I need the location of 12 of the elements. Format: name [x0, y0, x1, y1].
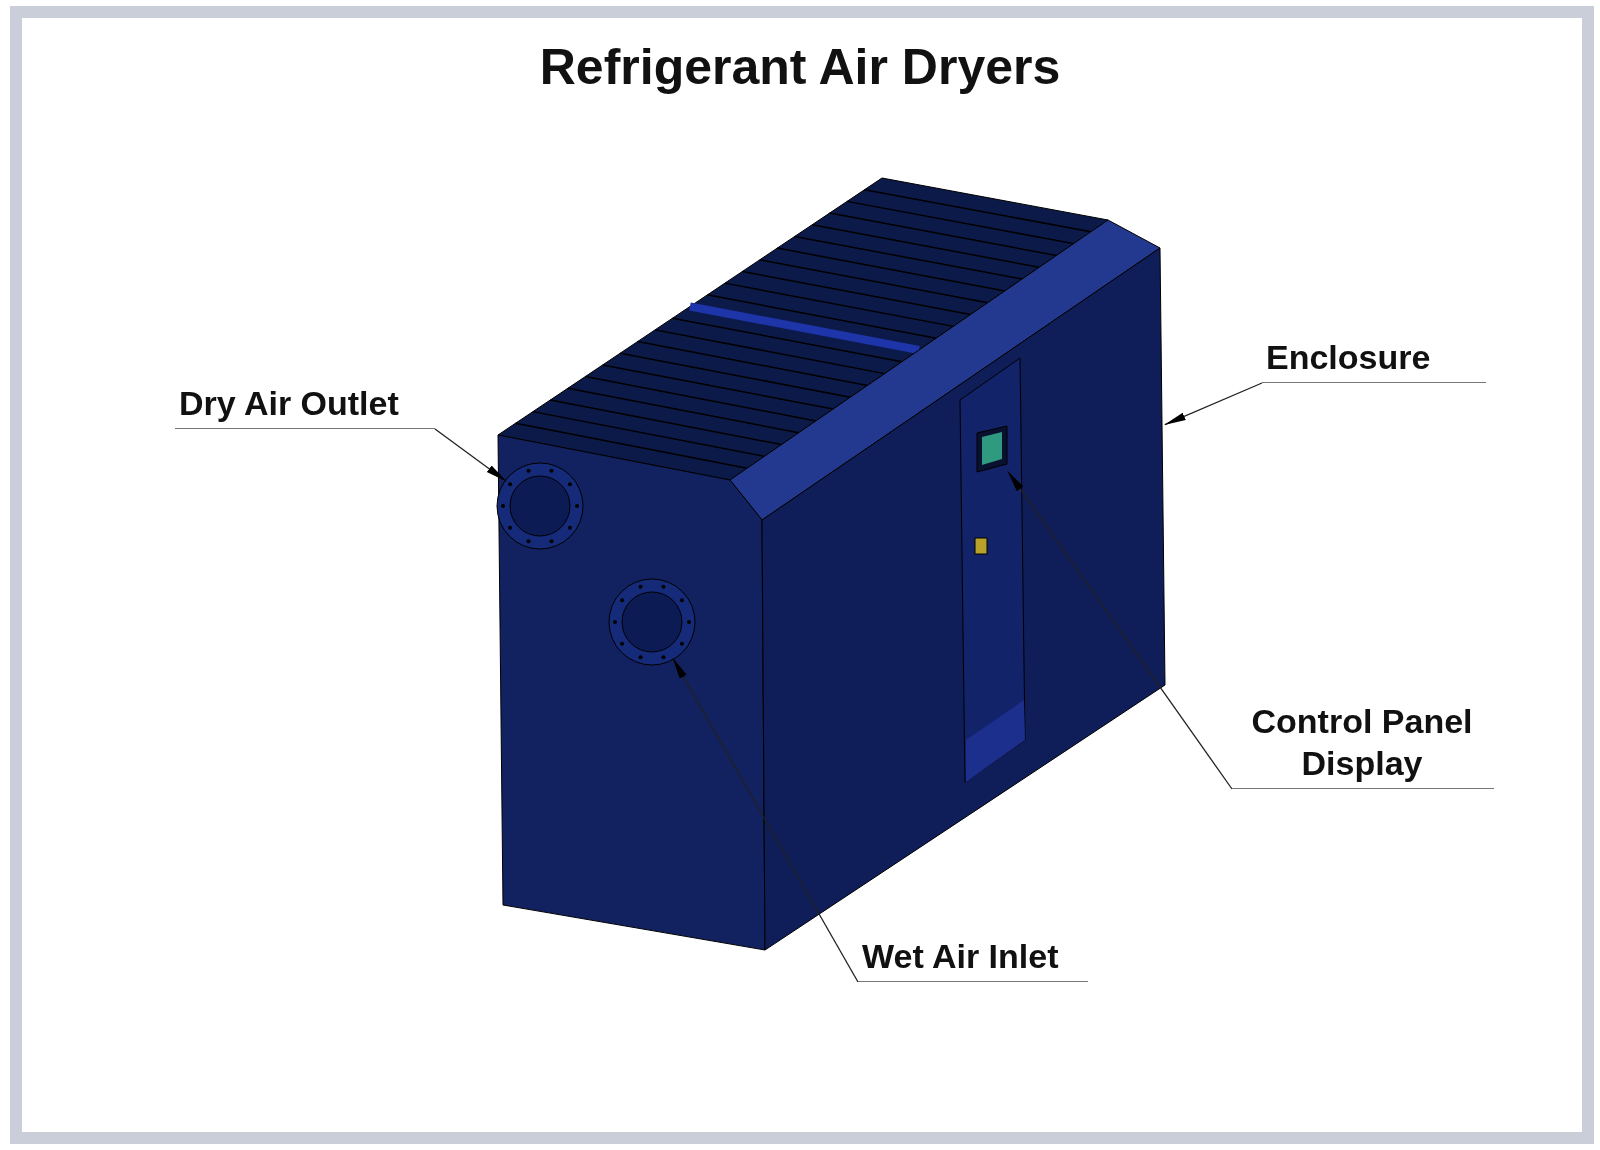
- leader-line: [434, 428, 507, 482]
- leader-line: [1007, 470, 1233, 790]
- label-text: Control Panel Display: [1232, 700, 1494, 789]
- display-screen: [976, 425, 1008, 473]
- label-text: Enclosure: [1262, 336, 1486, 383]
- leader-line: [672, 657, 859, 983]
- title: Refrigerant Air Dryers: [538, 38, 1062, 96]
- outlet-flange-drawing: [496, 462, 584, 550]
- label-text: Dry Air Outlet: [175, 382, 435, 429]
- inlet-flange-drawing: [608, 578, 696, 666]
- leader-line: [1164, 382, 1263, 426]
- label-text: Wet Air Inlet: [858, 935, 1088, 982]
